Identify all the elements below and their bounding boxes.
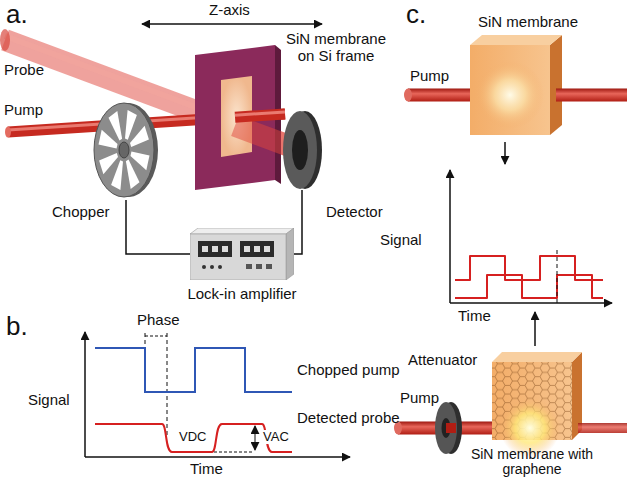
probe-beam: [0, 29, 10, 51]
trace-label: Detected probe: [297, 410, 400, 427]
attenuator: [446, 423, 456, 433]
device-label: Chopper: [52, 204, 110, 221]
photodetector: Detector: [282, 110, 322, 190]
pump-beam: [556, 89, 627, 102]
signal-axes: [449, 170, 451, 303]
axis-label: Time: [458, 308, 491, 325]
device-label: Lock-in amplifier: [187, 286, 296, 303]
level-label: VDC: [178, 430, 207, 444]
photodetector-icon: [282, 110, 322, 190]
chopped-pump-wave: [95, 348, 292, 392]
beam-label: Pump: [400, 390, 439, 407]
sin-membrane-block: [470, 35, 562, 135]
lock-in-amplifier: Lock-in amplifier: [190, 228, 294, 280]
signal-axes: [450, 302, 612, 304]
signal-axes: [450, 170, 612, 303]
signal-cable: [294, 190, 302, 254]
level-label: VAC: [262, 430, 290, 444]
axis-label: Z-axis: [209, 2, 250, 19]
chopped-pump-wave: [95, 348, 292, 392]
flow-arrow: [505, 142, 506, 164]
signal-wave: [455, 256, 603, 280]
axis-label: Signal: [28, 392, 70, 409]
graphene-membrane-block: [492, 352, 582, 362]
panel-letter: a.: [6, 0, 28, 29]
chopper-wheel-icon: [92, 100, 160, 200]
beam-label: Pump: [410, 68, 449, 85]
part-label: SiN membrane on Si frame: [280, 31, 392, 64]
phase-marker: [145, 336, 167, 337]
sin-membrane-block: [470, 35, 562, 45]
flow-arrow: [535, 312, 536, 346]
detected-probe-wave: [95, 424, 292, 452]
phase-marker: [145, 333, 167, 438]
part-label: SiN membrane: [478, 14, 578, 31]
sin-membrane-block: [470, 45, 550, 135]
axis-label: Signal: [380, 232, 422, 249]
z-axis-arrow: [142, 24, 322, 25]
lock-in-amplifier-icon: [190, 228, 294, 280]
graphene-membrane-block: [492, 352, 582, 458]
phase-marker: [167, 333, 168, 438]
sin-membrane-block: [476, 61, 544, 129]
vac-arrow: [214, 426, 255, 452]
attenuator: [435, 402, 462, 454]
signal-axes: [85, 456, 350, 458]
panel-letter: b.: [6, 312, 28, 341]
pump-beam: [404, 89, 470, 102]
pump-beam: [235, 112, 285, 115]
phase-label: Phase: [137, 312, 180, 329]
chopper-wheel: Chopper: [92, 100, 160, 200]
beam-label: Pump: [4, 102, 43, 119]
signal-wave: [557, 250, 558, 303]
beam-label: Probe: [4, 62, 44, 79]
signal-cable: [126, 200, 190, 254]
pump-beam: [578, 423, 627, 433]
part-label: Attenuator: [408, 352, 477, 369]
z-axis-arrow: [142, 23, 322, 25]
axis-label: Time: [190, 461, 223, 478]
pump-beam: [5, 127, 11, 138]
part-label: SiN membrane with graphene: [468, 447, 596, 477]
detected-probe-wave: [95, 424, 292, 452]
flow-arrow: [534, 312, 536, 346]
signal-wave: [455, 275, 603, 298]
pump-beam: [578, 423, 627, 433]
panel-letter: c.: [406, 0, 426, 29]
pump-beam: [556, 89, 627, 102]
attenuator: [435, 402, 457, 454]
pump-beam: [404, 89, 412, 102]
signal-wave: [455, 250, 603, 303]
vac-arrow: [214, 452, 252, 453]
pump-beam: [235, 112, 285, 117]
pump-beam: [408, 89, 470, 102]
trace-label: Chopped pump: [297, 362, 400, 379]
device-label: Detector: [326, 204, 383, 221]
flow-arrow: [504, 142, 506, 164]
sin-membrane-block: [550, 35, 562, 135]
signal-axes: [84, 332, 86, 457]
signal-axes: [85, 332, 350, 457]
vac-arrow: [255, 426, 256, 450]
